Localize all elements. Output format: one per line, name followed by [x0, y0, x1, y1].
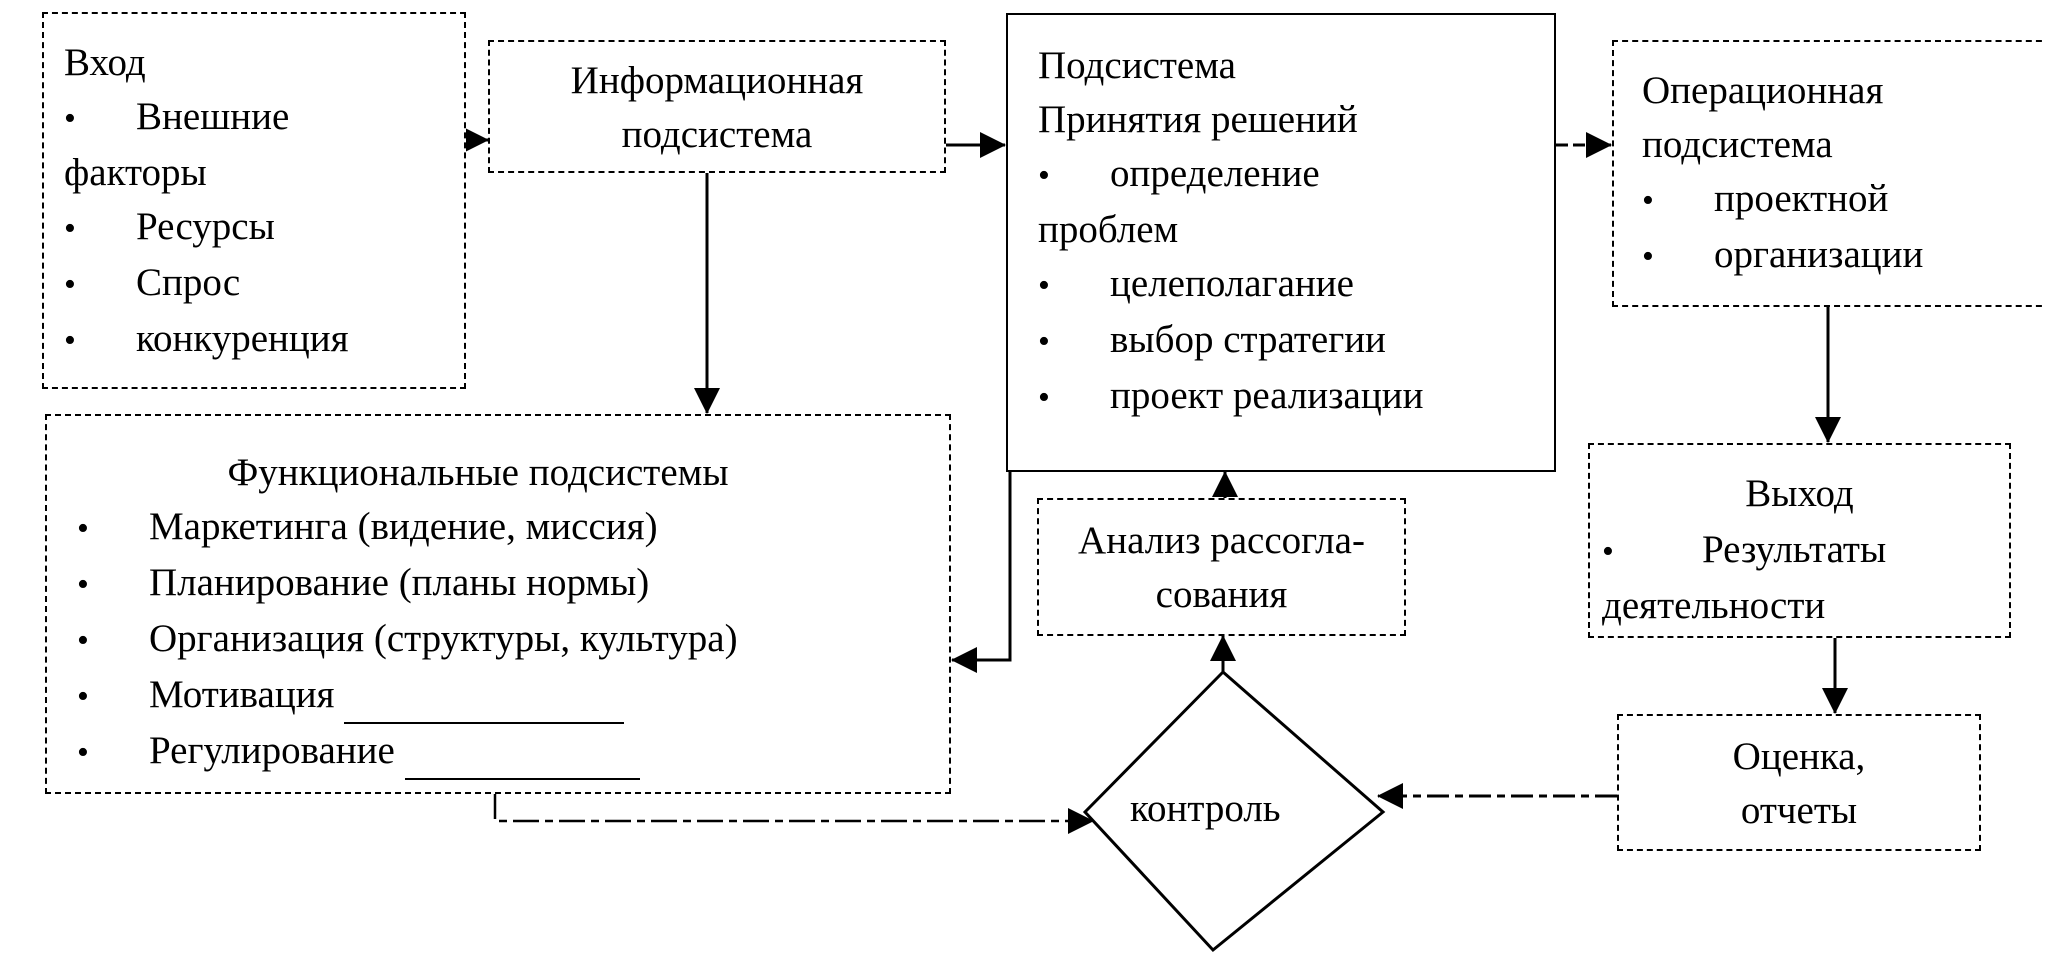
bullet-icon: [77, 724, 149, 780]
operational-box-title: подсистема: [1642, 123, 1833, 166]
control-diamond: [1082, 669, 1386, 953]
evaluation-box-line: Оценка,: [1732, 735, 1866, 778]
decision-item: целеполагание: [1038, 257, 1424, 313]
bullet-icon: [77, 500, 149, 556]
operational-subsystem-box: Операционная подсистема проектной органи…: [1612, 40, 2045, 307]
input-item: Внешние: [64, 90, 349, 146]
operational-item: проектной: [1642, 172, 1923, 228]
blank-line: [404, 744, 640, 780]
functional-item: Мотивация: [77, 668, 738, 724]
operational-box-title: Операционная: [1642, 69, 1884, 112]
evaluation-box-line: отчеты: [1740, 789, 1858, 832]
decision-item: выбор стратегии: [1038, 313, 1424, 369]
operational-item: организации: [1642, 228, 1923, 284]
input-item: Ресурсы: [64, 200, 349, 256]
output-item: Результаты: [1602, 523, 1886, 579]
decision-item: проект реализации: [1038, 369, 1424, 425]
input-item-continuation: факторы: [64, 151, 207, 194]
bullet-icon: [1038, 257, 1110, 313]
functional-item: Планирование (планы нормы): [77, 556, 738, 612]
decision-box-title: Подсистема: [1038, 44, 1236, 87]
bullet-icon: [64, 312, 136, 368]
blank-line: [344, 688, 625, 724]
output-box-title: Выход: [1745, 472, 1854, 515]
evaluation-box: Оценка, отчеты: [1617, 714, 1981, 851]
bullet-icon: [64, 90, 136, 146]
bullet-icon: [64, 256, 136, 312]
bullet-icon: [1642, 172, 1714, 228]
input-box-title: Вход: [64, 41, 146, 84]
functional-subsystems-box: Функциональные подсистемы Маркетинга (ви…: [45, 414, 951, 794]
decision-box-title: Принятия решений: [1038, 98, 1358, 141]
bullet-icon: [64, 200, 136, 256]
input-box: Вход Внешние факторы Ресурсы Спрос конку…: [42, 12, 466, 389]
output-item-continuation: деятельности: [1602, 584, 1826, 627]
bullet-icon: [1038, 369, 1110, 425]
arrow-decision-to-functional: [951, 471, 1012, 673]
decision-item: определение: [1038, 147, 1424, 203]
bullet-icon: [77, 612, 149, 668]
output-box: Выход Результаты деятельности: [1588, 443, 2011, 638]
functional-box-title: Функциональные подсистемы: [227, 451, 729, 494]
bullet-icon: [77, 556, 149, 612]
decision-item-continuation: проблем: [1038, 208, 1179, 251]
arrow-functional-to-control: [493, 793, 1094, 834]
functional-item: Маркетинга (видение, миссия): [77, 500, 738, 556]
bullet-icon: [1642, 228, 1714, 284]
analysis-box-line: Анализ рассогла-: [1078, 519, 1365, 562]
control-label: контроль: [1130, 787, 1281, 830]
analysis-box-line: сования: [1155, 573, 1288, 616]
analysis-box: Анализ рассогла- сования: [1037, 498, 1406, 636]
functional-item: Организация (структуры, культура): [77, 612, 738, 668]
bullet-icon: [1038, 147, 1110, 203]
info-box-line: подсистема: [621, 113, 813, 156]
info-subsystem-box: Информационная подсистема: [488, 40, 946, 173]
bullet-icon: [1602, 523, 1702, 579]
input-item: конкуренция: [64, 312, 349, 368]
bullet-icon: [77, 668, 149, 724]
decision-subsystem-box: Подсистема Принятия решений определение …: [1006, 13, 1556, 472]
functional-item: Регулирование: [77, 724, 738, 780]
input-item: Спрос: [64, 256, 349, 312]
info-box-line: Информационная: [570, 59, 864, 102]
bullet-icon: [1038, 313, 1110, 369]
